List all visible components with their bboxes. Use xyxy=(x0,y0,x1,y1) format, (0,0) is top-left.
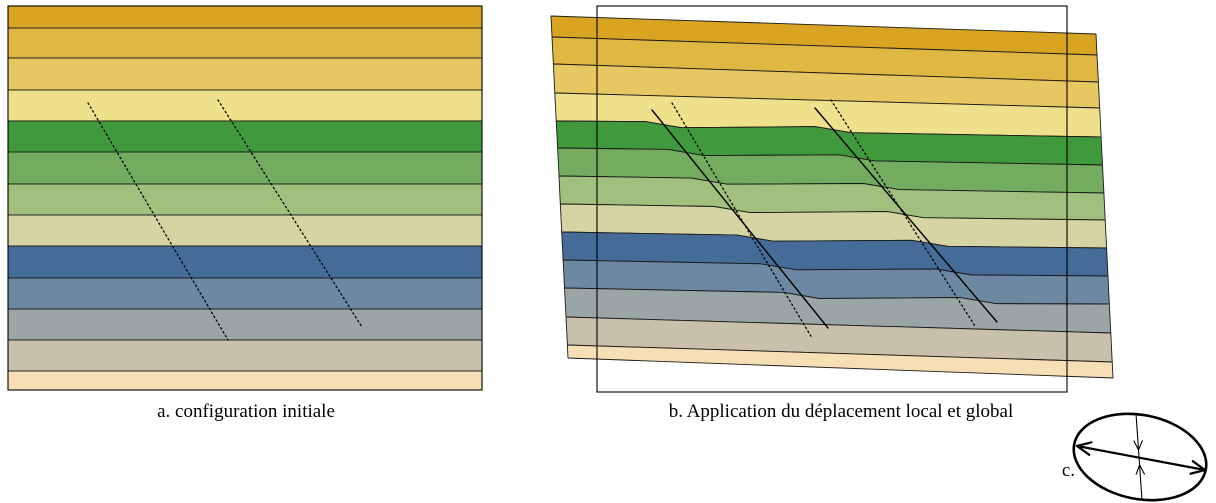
panel-a-layer xyxy=(7,5,483,29)
panel-b-caption: b. Application du déplacement local et g… xyxy=(669,401,1014,422)
panel-b-displaced-fault-2 xyxy=(814,107,998,323)
panel-b-initial-fault-2 xyxy=(830,99,976,327)
panel-a-layer xyxy=(7,214,483,247)
panel-b-displaced-fault-1 xyxy=(651,109,829,329)
panel-c-strain-ellipse: c. xyxy=(1062,412,1208,502)
panel-c-label: c. xyxy=(1062,460,1075,481)
panel-a-fault-trace-2 xyxy=(217,99,363,328)
panel-a-layers xyxy=(7,5,483,391)
panel-b-reference-frame xyxy=(596,5,1068,393)
panel-b-layer xyxy=(566,344,1114,379)
panel-a-layer xyxy=(7,339,483,372)
panel-a-layer xyxy=(7,183,483,216)
panel-a-layer xyxy=(7,27,483,59)
short-axis-arrowhead-bottom xyxy=(1135,464,1145,475)
long-axis-arrowhead-left xyxy=(1075,441,1093,456)
panel-a-layer xyxy=(7,89,483,122)
panel-b-layers xyxy=(550,15,1114,379)
panel-a-layer xyxy=(7,277,483,310)
panel-a: a. configuration initiale xyxy=(7,5,483,422)
long-axis-arrowhead-right xyxy=(1189,460,1207,475)
panel-a-layer xyxy=(7,151,483,185)
panel-a-layer xyxy=(7,370,483,391)
panel-a-layer xyxy=(7,57,483,91)
panel-a-layer xyxy=(7,245,483,279)
long-axis-line xyxy=(1075,444,1207,472)
panel-a-fault-trace-1 xyxy=(87,102,229,341)
short-axis-line xyxy=(1135,413,1143,501)
panel-a-layer xyxy=(7,120,483,153)
panel-b: b. Application du déplacement local et g… xyxy=(550,5,1114,422)
short-axis-arrowhead-top xyxy=(1133,440,1143,451)
panel-a-frame xyxy=(7,5,483,391)
panel-a-layer xyxy=(7,308,483,341)
panel-a-caption: a. configuration initiale xyxy=(157,401,335,422)
